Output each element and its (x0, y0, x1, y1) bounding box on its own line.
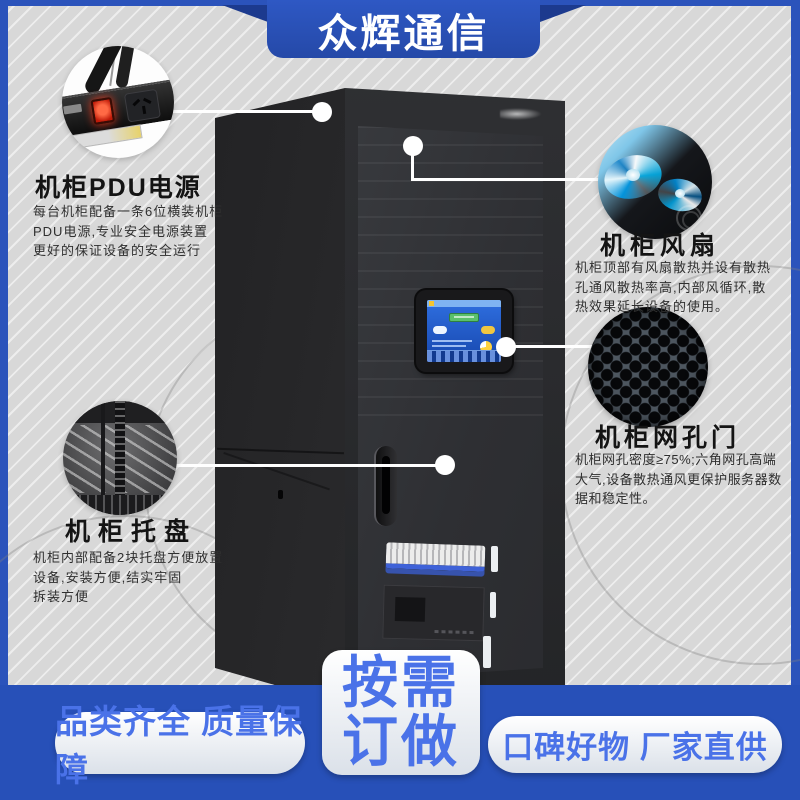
fan-photo-circle (598, 125, 712, 239)
screen-table (427, 350, 501, 362)
mesh-callout-line (506, 345, 602, 348)
mesh-photo-circle (588, 307, 708, 427)
left-blue-rail (0, 0, 8, 800)
screen-cloud-icon (433, 326, 447, 334)
pdu-title: 机柜PDU电源 (35, 174, 202, 202)
brand-logo-mark (500, 108, 542, 120)
tray-title: 机柜托盘 (65, 518, 198, 546)
door-edge-slot (491, 546, 498, 572)
control-screen (416, 290, 512, 372)
pdu-photo-circle (62, 46, 174, 158)
mesh-title: 机柜网孔门 (595, 424, 741, 452)
fan-hub (626, 169, 640, 181)
fan-callout-line-vertical (411, 146, 414, 181)
factory-direct-badge: 口碑好物 厂家直供 (488, 716, 782, 773)
screen-cloud-icon (481, 326, 495, 334)
tray-callout-dot (435, 455, 455, 475)
tray-photo-circle (63, 401, 177, 515)
fan-title: 机柜风扇 (600, 232, 721, 260)
brand-name: 众辉通信 (317, 12, 490, 56)
tray-description: 机柜内部配备2块托盘方便放置 设备,安装方便,结实牢固 拆装方便 (33, 550, 224, 604)
tray-rail (101, 401, 105, 515)
cable-manager-bar (385, 542, 486, 572)
quality-badge: 品类齐全 质量保障 (55, 703, 305, 788)
tray-rail (115, 401, 125, 515)
screen-menubar (427, 300, 501, 307)
cabinet-keyhole (278, 490, 283, 499)
installed-server-unit (382, 584, 485, 642)
door-edge-slot (490, 592, 496, 618)
door-edge-slot (483, 636, 491, 668)
control-screen-display (427, 300, 501, 362)
pdu-callout-dot (312, 102, 332, 122)
pdu-description: 每台机柜配备一条6位横装机柜 PDU电源,专业安全电源装置 更好的保证设备的安全… (33, 204, 224, 258)
fan-grill (676, 205, 702, 231)
mesh-description: 机柜网孔密度≥75%;六角网孔高端 大气,设备散热通风更保护服务器数 据和稳定性… (575, 452, 782, 506)
fan-hub (675, 189, 685, 198)
tray-lower-shelf (63, 495, 177, 515)
door-handle (374, 446, 397, 526)
pdu-socket (123, 88, 161, 123)
fan-description: 机柜顶部有风扇散热并设有散热 孔通风散热率高,内部风循环,散 热效果延长设备的使… (575, 260, 772, 314)
cabinet-rack-lines (358, 126, 543, 426)
pdu-callout-line (165, 110, 322, 113)
pdu-brand-chip (63, 103, 83, 115)
screen-device-diagram (449, 313, 479, 322)
screen-text-line (432, 345, 466, 347)
fan-callout-line-horizontal (411, 178, 607, 181)
screen-text-line (432, 340, 472, 342)
pdu-power-switch (90, 96, 116, 125)
custom-order-badge: 按需 订做 (322, 650, 480, 775)
tray-callout-line (160, 464, 445, 467)
brand-banner: 众辉通信 (267, 0, 540, 58)
